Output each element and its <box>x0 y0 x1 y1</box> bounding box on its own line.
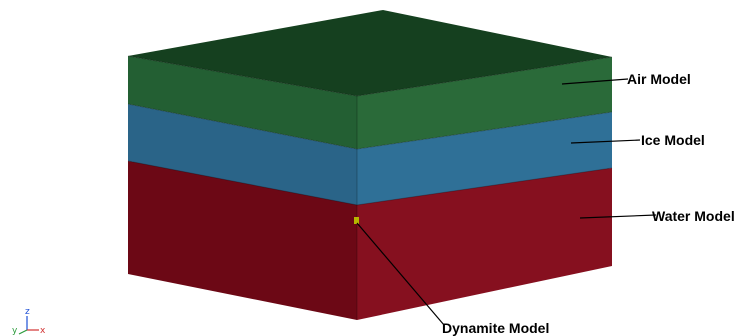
dynamite-leader-line <box>356 222 445 326</box>
dynamite-model-label: Dynamite Model <box>442 320 549 336</box>
water-layer-front-face[interactable] <box>128 161 357 320</box>
air-layer-right-face[interactable] <box>357 57 612 149</box>
air-model-label: Air Model <box>627 71 691 87</box>
air-leader-line <box>561 78 629 85</box>
ice-leader-line <box>570 139 641 144</box>
ice-layer-front-face[interactable] <box>128 104 357 205</box>
air-layer-top-face[interactable] <box>128 10 612 96</box>
x-axis-label: x <box>40 326 46 336</box>
y-axis-label: y <box>12 326 18 336</box>
ice-layer-right-face[interactable] <box>357 112 612 205</box>
dynamite-charge[interactable] <box>354 217 359 224</box>
air-layer-front-face[interactable] <box>128 56 357 149</box>
water-model-label: Water Model <box>652 208 735 224</box>
axis-triad: z x y <box>12 307 46 336</box>
water-leader-line <box>579 214 657 219</box>
y-axis-line <box>18 329 28 335</box>
water-layer-right-face[interactable] <box>357 168 612 320</box>
model-edges <box>127 55 613 320</box>
ice-model-label: Ice Model <box>641 132 705 148</box>
z-axis-label: z <box>25 307 30 317</box>
leader-lines <box>356 78 657 326</box>
